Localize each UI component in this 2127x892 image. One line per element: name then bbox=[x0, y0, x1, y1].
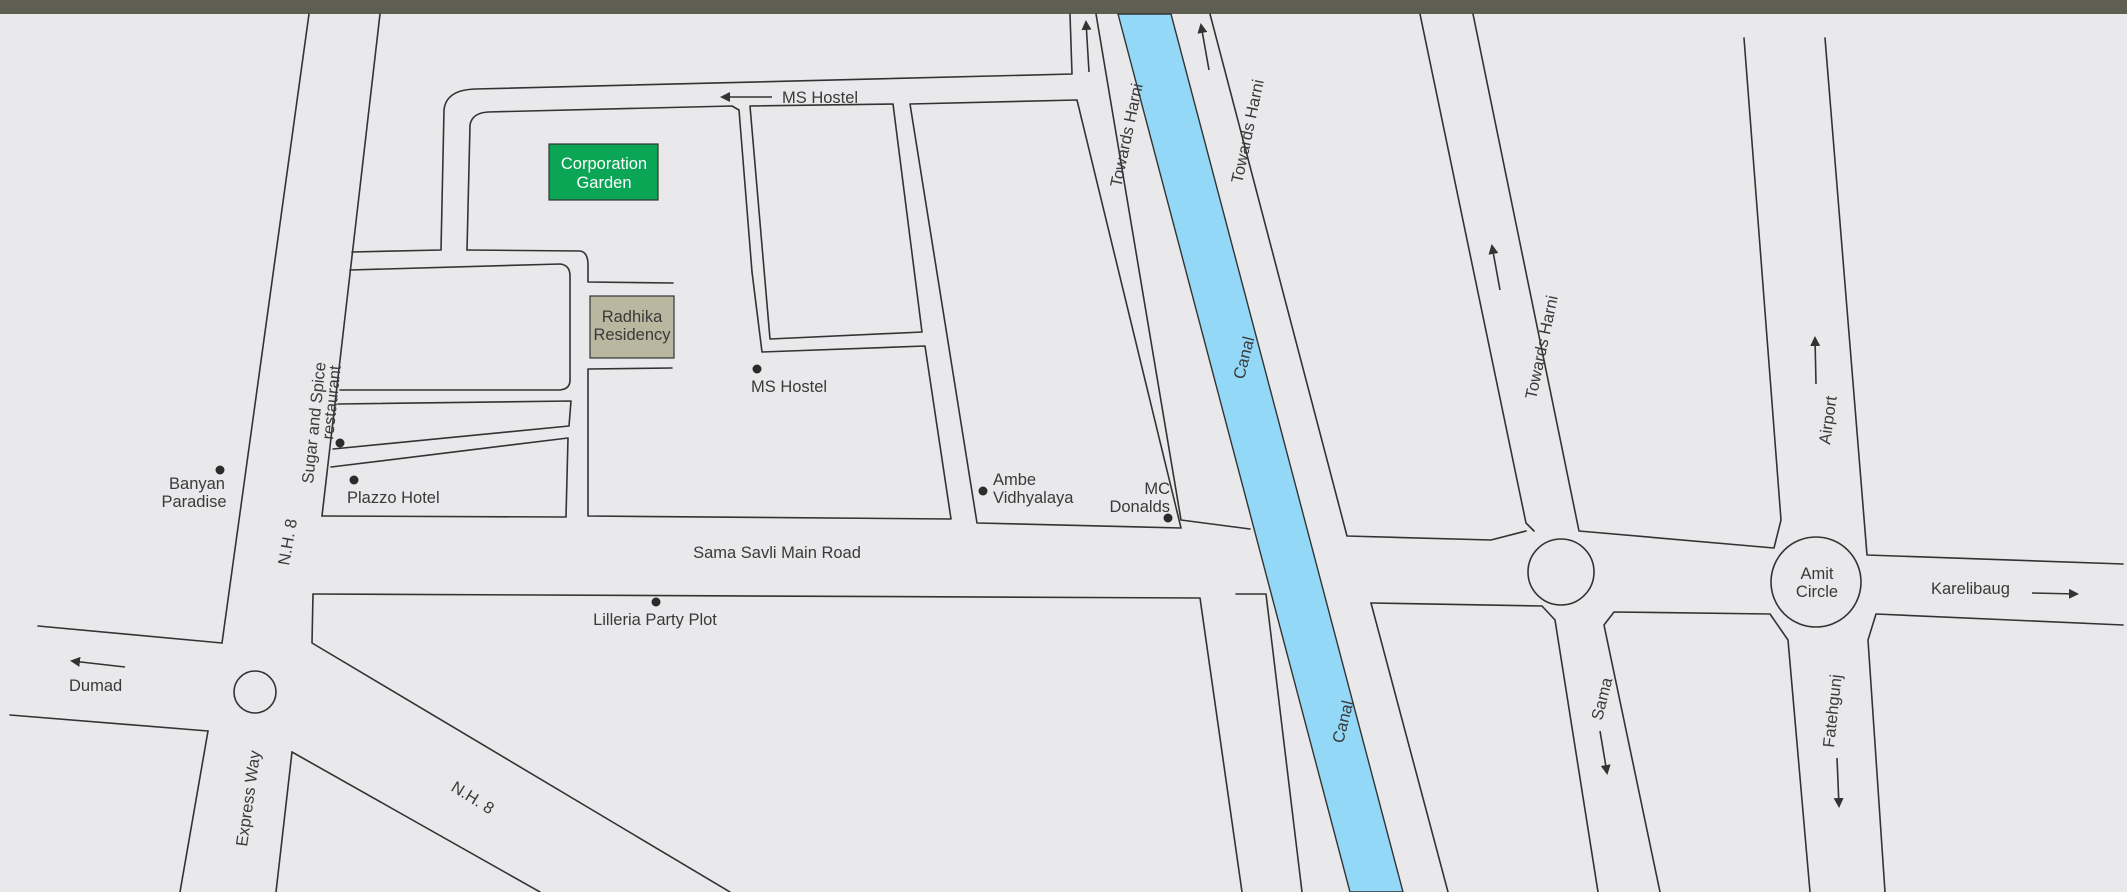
radhika-residency-block bbox=[589, 295, 675, 359]
sugar-spice-marker bbox=[335, 438, 345, 448]
sama-savli-road-label: Sama Savli Main Road bbox=[693, 544, 861, 562]
towards-harni-label-2: Towards Harni bbox=[1228, 78, 1268, 185]
top-bar bbox=[0, 0, 2127, 14]
block-plazzo bbox=[321, 437, 569, 518]
block-radhika-lower bbox=[587, 271, 952, 520]
ambe-vidhyalaya-marker bbox=[978, 486, 988, 496]
fatehgunj-arrow bbox=[1833, 757, 1844, 808]
express-way-east-edge bbox=[275, 751, 293, 892]
block-sugar-spice-middle bbox=[332, 400, 572, 450]
nh8-vertical-label: N.H. 8 bbox=[275, 518, 301, 567]
plazzo-hotel-label: Plazzo Hotel bbox=[347, 489, 440, 507]
dumad-label: Dumad bbox=[69, 677, 122, 695]
ambe-vidhyalaya-label-line2: Vidhyalaya bbox=[993, 489, 1074, 507]
express-way-west-edge bbox=[179, 730, 209, 892]
harni-block-west bbox=[1419, 13, 1535, 532]
corporation-garden-label-line2: Garden bbox=[576, 174, 631, 192]
karelibaug-road-south bbox=[1867, 613, 2124, 892]
mc-donalds-label-line2: Donalds bbox=[1109, 498, 1170, 516]
airport-arrow bbox=[1810, 336, 1821, 385]
dumad-road-south-edge bbox=[9, 714, 209, 732]
block-ambe-vidhyalaya bbox=[909, 99, 1182, 529]
lilleria-party-plot-label: Lilleria Party Plot bbox=[593, 611, 717, 629]
canal bbox=[1117, 13, 1404, 892]
ms-hostel-poi-label: MS Hostel bbox=[751, 378, 827, 396]
corporation-garden-block bbox=[548, 143, 659, 201]
ms-hostel-marker bbox=[752, 364, 762, 374]
dumad-arrow bbox=[70, 656, 126, 668]
towards-harni-arrow-1 bbox=[1081, 20, 1092, 73]
ms-hostel-arrow-label: MS Hostel bbox=[782, 89, 858, 107]
corporation-garden-label-line1: Corporation bbox=[561, 155, 647, 173]
block-radhika-lane bbox=[466, 249, 674, 284]
dumad-road-north-edge bbox=[37, 625, 223, 644]
block-ms-hostel-inner bbox=[749, 103, 923, 340]
nh8-diagonal-north-edge bbox=[311, 593, 731, 892]
ambe-vidhyalaya-label-line1: Ambe bbox=[993, 471, 1036, 489]
ms-hostel-road-outer bbox=[351, 13, 1073, 253]
towards-harni-arrow-3 bbox=[1488, 244, 1501, 291]
canal-west-road-south bbox=[1235, 593, 1303, 892]
radhika-residency-label-line1: Radhika bbox=[602, 308, 663, 326]
karelibaug-label: Karelibaug bbox=[1931, 580, 2010, 598]
express-way-label: Express Way bbox=[233, 749, 264, 848]
towards-harni-arrow-2 bbox=[1197, 23, 1210, 71]
roundabout-middle bbox=[1527, 538, 1595, 606]
towards-harni-road-west bbox=[1095, 13, 1251, 530]
airport-road-east bbox=[1824, 37, 2124, 565]
amit-circle-label-line1: Amit bbox=[1801, 565, 1834, 583]
towards-harni-label-1: Towards Harni bbox=[1107, 82, 1147, 189]
fatehgunj-label: Fatehgunj bbox=[1820, 674, 1846, 749]
road-network bbox=[9, 13, 2124, 892]
nh8-road-east-edge bbox=[321, 13, 381, 517]
amit-circle-label-line2: Circle bbox=[1796, 583, 1838, 601]
banyan-paradise-label-line1: Banyan bbox=[169, 475, 225, 493]
mc-donalds-marker bbox=[1163, 513, 1173, 523]
towards-harni-label-3: Towards Harni bbox=[1522, 294, 1562, 401]
plazzo-hotel-marker bbox=[349, 475, 359, 485]
banyan-paradise-label-line2: Paradise bbox=[161, 493, 226, 511]
towards-harni-road-east bbox=[1209, 13, 1527, 541]
sama-arrow bbox=[1599, 730, 1611, 775]
amit-circle-roundabout bbox=[1770, 536, 1862, 628]
nh8-diagonal-south-edge bbox=[291, 751, 541, 892]
lilleria-party-plot-marker bbox=[651, 597, 661, 607]
roundabout-west bbox=[233, 670, 277, 714]
karelibaug-arrow bbox=[2031, 588, 2079, 599]
radhika-residency-label-line2: Residency bbox=[593, 326, 671, 344]
block-south-east-1 bbox=[1370, 602, 1599, 892]
nh8-road-west-edge bbox=[221, 13, 310, 644]
mc-donalds-label-line1: MC bbox=[1144, 480, 1170, 498]
block-south-east-2 bbox=[1370, 602, 1449, 892]
block-sugar-spice-upper bbox=[339, 263, 571, 391]
airport-label: Airport bbox=[1816, 395, 1841, 446]
sama-savli-road-south-edge bbox=[312, 593, 1243, 892]
banyan-paradise-marker bbox=[215, 465, 225, 475]
nh8-diagonal-label: N.H. 8 bbox=[448, 778, 497, 818]
harni-block-east bbox=[1472, 13, 1782, 549]
block-south-east-3 bbox=[1603, 611, 1811, 892]
ms-hostel-road-inner bbox=[466, 105, 753, 273]
sama-label: Sama bbox=[1588, 675, 1616, 722]
